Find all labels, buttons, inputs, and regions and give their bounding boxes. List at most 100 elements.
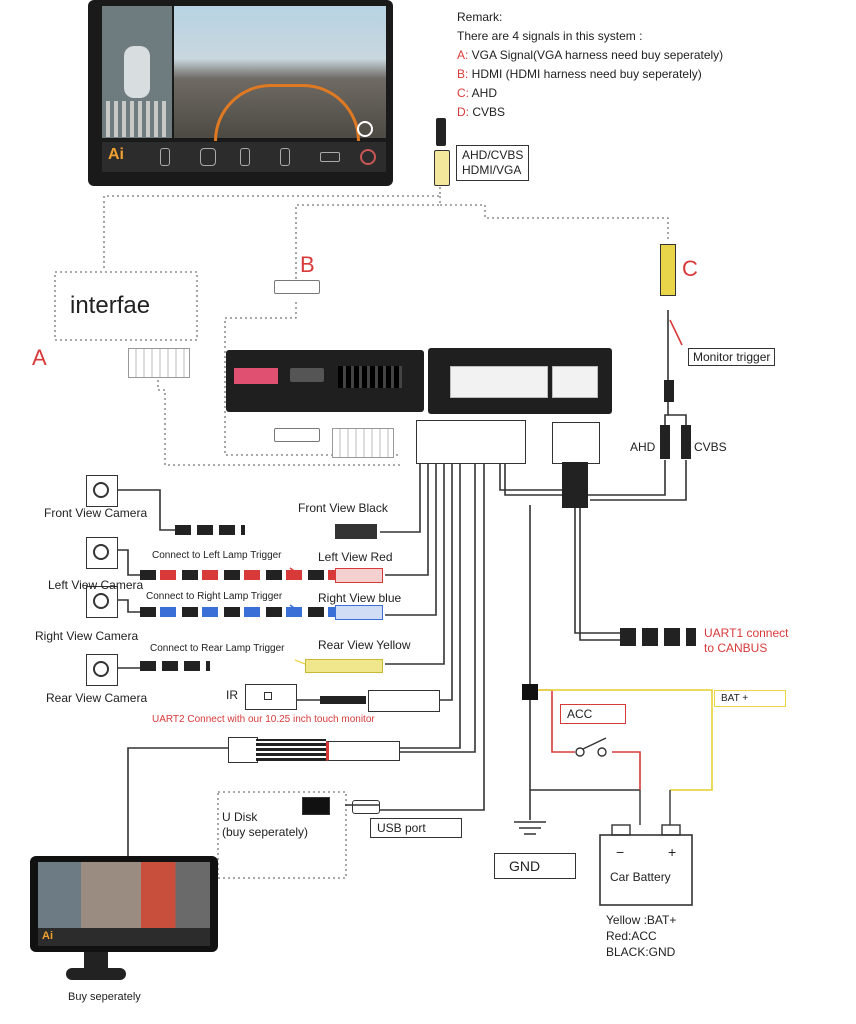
cvbs-plug (681, 425, 691, 459)
input-signal-label: AHD/CVBS HDMI/VGA (456, 145, 530, 181)
head-unit-logo: Ai (108, 146, 124, 163)
vga-route-line (157, 370, 400, 466)
left-cable-connectors (140, 570, 340, 580)
signal-letter-c: C (682, 256, 698, 281)
canbus-connectors (620, 628, 696, 646)
uart2-harness (256, 739, 326, 761)
ahd-label: AHD (630, 440, 656, 454)
head-unit-toolbar: Ai (102, 142, 386, 172)
wire-color-legend: Yellow :BAT+ Red:ACC BLACK:GND (606, 912, 676, 960)
interface-label: interfae (70, 292, 151, 319)
left-camera-label: Left View Camera (48, 578, 144, 592)
udisk-label: U Disk (buy seperately) (222, 810, 308, 840)
input-connector (436, 118, 446, 146)
ir-receiver (245, 684, 297, 710)
uart2-label: UART2 Connect with our 10.25 inch touch … (152, 714, 375, 725)
vga-connector-a (128, 348, 190, 378)
monitor-toolbar: Ai (38, 928, 210, 946)
uart1-line2: to CANBUS (704, 641, 768, 655)
car-top-view-icon (124, 46, 150, 98)
right-trigger-label: Connect to Right Lamp Trigger (146, 591, 283, 602)
record-icon[interactable] (360, 149, 376, 165)
monitor-screen (38, 862, 210, 928)
touch-monitor: Ai (30, 856, 218, 952)
front-cable-connectors (175, 525, 245, 535)
monitor-logo: Ai (42, 930, 53, 942)
ahd-dotted-line (440, 204, 669, 240)
control-box-front (226, 350, 424, 412)
monitor-base (66, 968, 126, 980)
battery-label: Car Battery (610, 870, 671, 884)
remark-item-d: D: CVBS (457, 105, 506, 119)
right-cable-connectors (140, 607, 340, 617)
view-icon-1[interactable] (160, 148, 170, 166)
remark-block: Remark: There are 4 signals in this syst… (457, 8, 723, 122)
udisk-line1: U Disk (222, 810, 258, 824)
pin-header (338, 366, 402, 388)
udisk-dotted-box (217, 791, 347, 879)
right-wire-label: Right View blue (318, 591, 402, 605)
ir-label: IR (226, 688, 238, 702)
ir-jack (320, 696, 366, 704)
hdmi-connector-lower (274, 428, 320, 442)
remark-title: Remark: (457, 10, 503, 24)
remark-item-b: B: HDMI (HDMI harness need buy seperatel… (457, 67, 702, 81)
hdmi-port (290, 368, 324, 382)
main-socket (450, 366, 548, 398)
right-wire-plug (335, 605, 383, 620)
rear-trigger-label: Connect to Rear Lamp Trigger (150, 643, 285, 654)
rear-cable-connectors (140, 661, 210, 671)
rear-camera-label: Rear View Camera (46, 691, 148, 705)
hdmi-route-line (224, 302, 400, 456)
refresh-icon[interactable] (357, 121, 373, 137)
legend-red: Red:ACC (606, 929, 657, 943)
hdmi-connector-b (274, 280, 320, 294)
view-icon-2[interactable] (200, 148, 216, 166)
vga-dotted-line (103, 187, 441, 270)
trigger-fuse (664, 380, 674, 402)
left-wire-plug (335, 568, 383, 583)
uart1-line1: UART1 connect (704, 626, 789, 640)
monitor-caption: Buy seperately (68, 991, 141, 1003)
view-icon-5[interactable] (320, 152, 340, 162)
left-camera-icon (86, 537, 118, 569)
front-wire-label: Front View Black (298, 501, 388, 515)
view-icon-4[interactable] (280, 148, 290, 166)
monitor-stand (84, 952, 108, 970)
aux-socket (552, 366, 598, 398)
usb-stick-icon (302, 797, 330, 815)
right-camera-label: Right View Camera (35, 629, 139, 643)
front-camera-icon (86, 475, 118, 507)
input-plug (434, 150, 450, 186)
interface-box-outline (54, 271, 198, 341)
uart1-label: UART1 connect to CANBUS (704, 626, 789, 656)
usb-port-label: USB port (370, 818, 462, 838)
front-wire (380, 463, 421, 533)
gnd-label: GND (494, 853, 576, 879)
front-camera-label: Front View Camera (44, 506, 148, 520)
camera-view (174, 6, 386, 141)
control-box-rear (428, 348, 612, 414)
monitor-trigger-label: Monitor trigger (688, 348, 776, 366)
bat-label: BAT + (714, 690, 786, 707)
front-wire-plug (335, 524, 377, 539)
remark-intro: There are 4 signals in this system : (457, 29, 643, 43)
legend-black: BLACK:GND (606, 945, 676, 959)
legend-yellow: Yellow :BAT+ (606, 913, 677, 927)
dip-switch[interactable] (234, 368, 278, 384)
car-battery-graphic (599, 790, 693, 906)
junction-block (522, 684, 538, 700)
aux-harness-plug (552, 422, 600, 464)
rear-wire-plug (305, 659, 383, 673)
acc-label: ACC (560, 704, 626, 724)
view-icon-3[interactable] (240, 148, 250, 166)
rca-plug-c (660, 244, 676, 296)
usb-socket (352, 800, 380, 814)
main-harness-plug (416, 420, 526, 464)
left-trigger-label: Connect to Left Lamp Trigger (152, 550, 282, 561)
battery-plus: + (668, 844, 677, 860)
input-label-line2: HDMI/VGA (462, 163, 522, 177)
uart2-plug (228, 737, 258, 763)
remark-item-a: A: VGA Signal(VGA harness need buy seper… (457, 48, 724, 62)
birdseye-view (102, 6, 172, 138)
